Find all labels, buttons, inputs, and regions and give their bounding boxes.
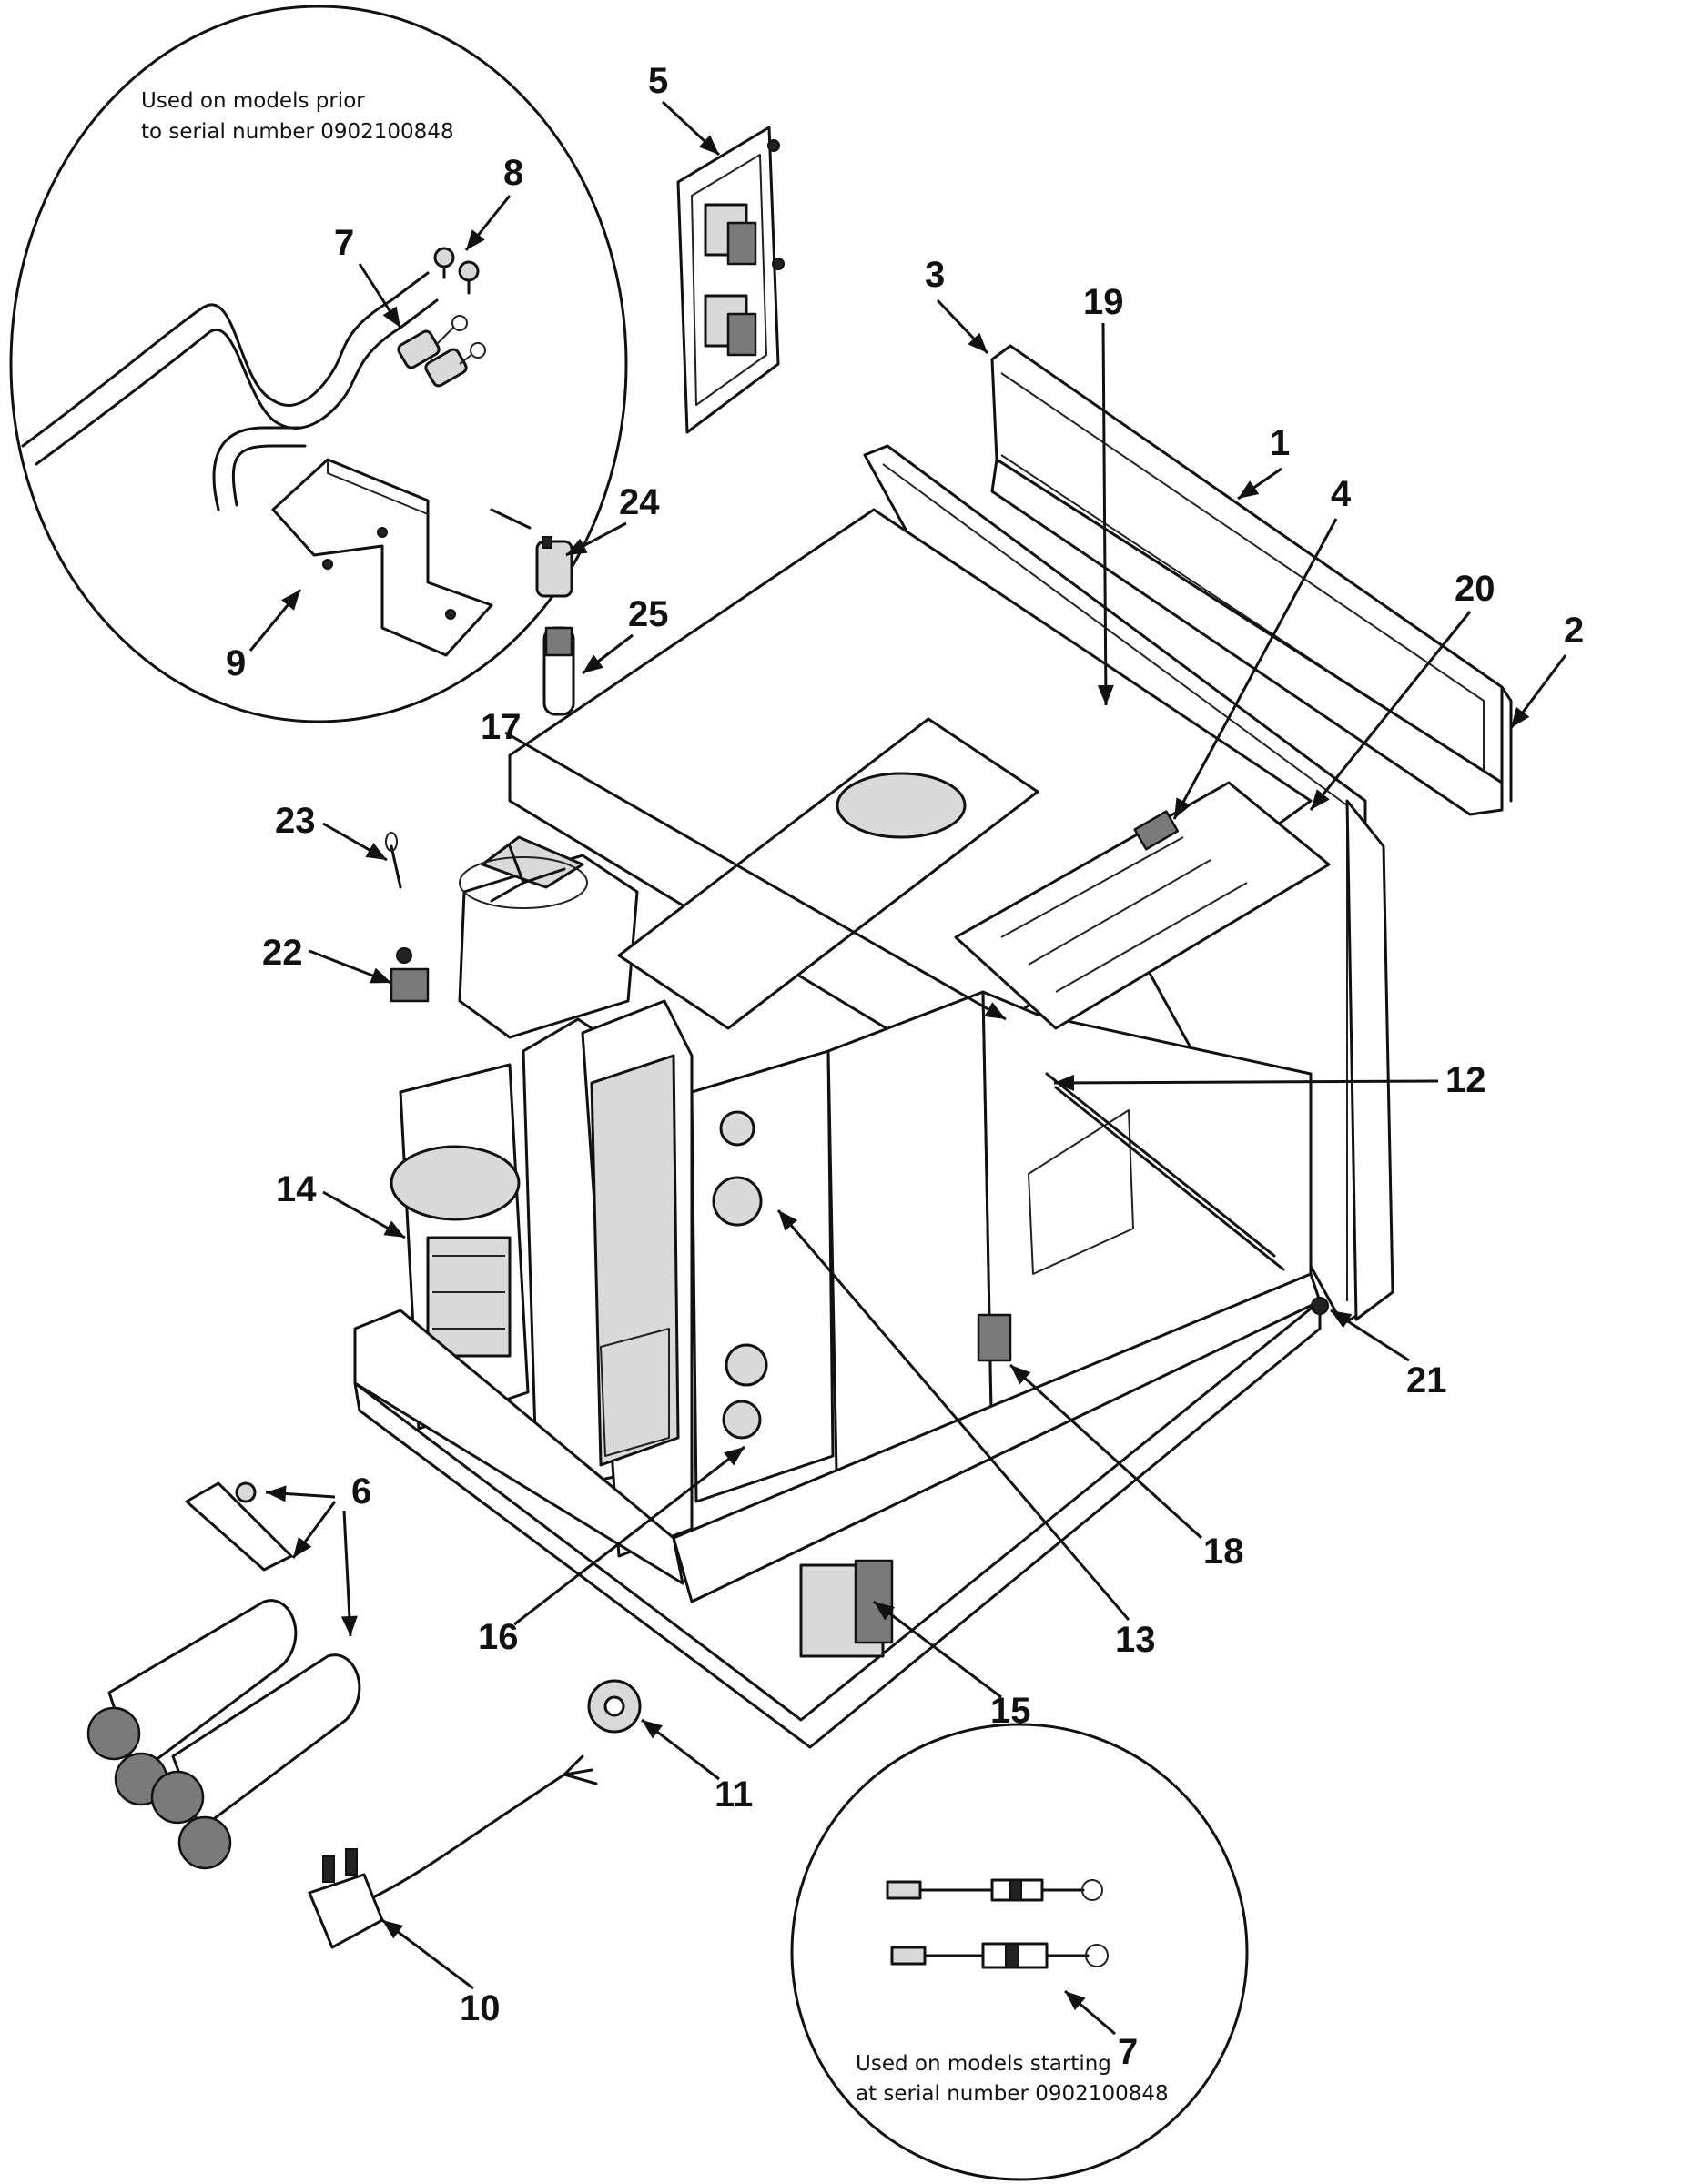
callout-18: 18 (1203, 1532, 1244, 1572)
arrowhead-19 (1097, 684, 1114, 705)
diode-harness-new-upper (886, 1878, 1103, 1902)
callout-1: 1 (1270, 423, 1290, 463)
arrowhead-16 (724, 1447, 745, 1466)
callout-24: 24 (619, 482, 660, 522)
trim-panel-2 (990, 458, 1504, 816)
trim-panel-1 (990, 344, 1504, 784)
callout-7-top: 7 (334, 223, 354, 263)
arrowhead-3 (968, 332, 988, 353)
leader-line-4 (1172, 518, 1338, 820)
thermal-cutout-22 (390, 947, 430, 1003)
callout-numbers: 1 2 3 4 5 6 7 7 8 9 10 11 12 13 14 15 16… (226, 61, 1584, 2072)
callout-4: 4 (1331, 474, 1352, 514)
arrowhead-12 (1054, 1074, 1075, 1091)
leader-line-15 (873, 1600, 1002, 1699)
leader-line-16 (513, 1445, 745, 1626)
arrowhead-4 (1174, 797, 1191, 819)
arrowhead-14 (383, 1220, 405, 1238)
callout-10: 10 (460, 1988, 501, 2028)
callout-21: 21 (1406, 1360, 1447, 1400)
fan-motor (458, 835, 639, 1039)
arrowhead-1 (1238, 480, 1260, 499)
trim-panels (990, 344, 1513, 816)
arrowhead-7t (382, 306, 400, 328)
callout-5: 5 (648, 61, 668, 101)
callout-7-bottom: 7 (1118, 2032, 1138, 2072)
screws-8 (433, 247, 480, 295)
arrowhead-22 (370, 967, 391, 984)
arrowhead-6c (340, 1615, 358, 1636)
arrowhead-25 (583, 654, 603, 673)
callout-leaders (248, 100, 1567, 2036)
callout-25: 25 (628, 594, 669, 634)
callout-11: 11 (715, 1774, 753, 1815)
callout-19: 19 (1083, 282, 1124, 322)
note-prior-line2: to serial number 0902100848 (141, 120, 454, 144)
arrowhead-11 (642, 1720, 663, 1739)
leader-line-17 (504, 731, 1007, 1021)
arrowhead-23 (365, 843, 387, 860)
leader-line-13 (776, 1209, 1130, 1621)
arrowhead-2 (1511, 707, 1530, 728)
callout-16: 16 (478, 1617, 519, 1657)
leader-line-19 (1101, 322, 1108, 706)
callout-12: 12 (1445, 1060, 1486, 1100)
arrowhead-7b (1065, 1991, 1086, 2011)
callout-6: 6 (351, 1471, 371, 1512)
callout-15: 15 (990, 1691, 1031, 1731)
arrowhead-9 (281, 590, 300, 611)
switch-bracket-5 (676, 126, 785, 434)
wire-connector-old (397, 315, 486, 388)
main-cabinet (353, 444, 1394, 1749)
callout-13: 13 (1115, 1620, 1156, 1660)
bracket-9 (271, 458, 493, 657)
power-cord-10 (308, 1754, 598, 1949)
lead-wire-23 (385, 832, 402, 889)
note-new-line2: at serial number 0902100848 (856, 2082, 1169, 2106)
arrowhead-5 (698, 135, 719, 155)
detail-circle-new-models: Used on models starting at serial number… (790, 1723, 1249, 2181)
arrowhead-10 (382, 1920, 403, 1939)
arrowhead-21 (1331, 1310, 1353, 1329)
callout-23: 23 (275, 801, 316, 841)
callout-22: 22 (262, 933, 303, 973)
lamp-25 (542, 626, 575, 716)
callout-14: 14 (276, 1169, 317, 1209)
leader-line-20 (1309, 611, 1472, 811)
arrowhead-20 (1311, 789, 1330, 810)
capacitors-6 (86, 1481, 361, 1870)
callout-8: 8 (503, 153, 523, 193)
arrowhead-6b (293, 1536, 312, 1558)
arrowhead-24 (566, 538, 588, 555)
leader-line-18 (1009, 1363, 1203, 1540)
arrowhead-17 (984, 1002, 1006, 1019)
callout-20: 20 (1455, 569, 1495, 609)
note-prior-line1: Used on models prior (141, 89, 365, 113)
ferrite-11 (587, 1679, 642, 1734)
lamp-socket-24 (490, 508, 573, 598)
arrowhead-6a (266, 1485, 287, 1502)
callout-17: 17 (481, 707, 522, 747)
callout-2: 2 (1564, 611, 1584, 651)
control-board (954, 781, 1331, 1030)
callout-3: 3 (925, 255, 945, 295)
leader-line-12 (1053, 1079, 1439, 1085)
arrowhead-8 (466, 229, 485, 250)
diode-harness-new-lower (890, 1942, 1109, 1969)
wire-harness-old (21, 271, 439, 511)
arrowhead-18 (1010, 1365, 1031, 1385)
detail-circle-prior-models: Used on models prior to serial number 09… (9, 5, 628, 723)
arrowhead-13 (778, 1210, 798, 1231)
arrowhead-15 (874, 1602, 895, 1621)
callout-9: 9 (226, 643, 246, 683)
leader-line-6c (342, 1510, 352, 1637)
note-new-line1: Used on models starting (856, 2052, 1111, 2076)
